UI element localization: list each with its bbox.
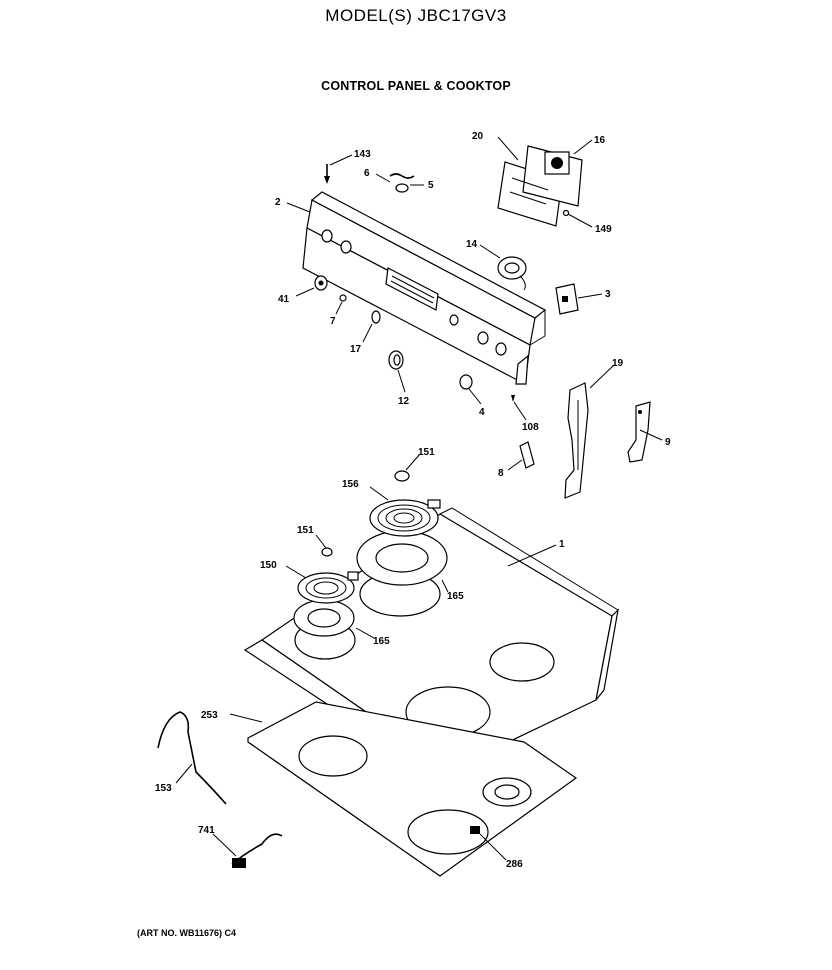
callout-labels: 143 20 16 6 5 2 149 14 3 41 7 17 12 4 19… [155, 131, 671, 870]
callout-143: 143 [354, 149, 371, 160]
part-9-hinge [627, 401, 651, 463]
diagram-subtitle: CONTROL PANEL & COOKTOP [321, 79, 511, 93]
part-20-16-electronic-control [497, 145, 583, 227]
callout-19: 19 [612, 358, 624, 369]
callout-41: 41 [278, 294, 290, 305]
callout-14: 14 [466, 239, 478, 250]
leader-lines [175, 136, 663, 861]
callout-253: 253 [201, 710, 218, 721]
control-panel-backsplash [302, 191, 547, 385]
callout-156: 156 [342, 479, 359, 490]
callout-286: 286 [506, 859, 523, 870]
part-143-screw [324, 164, 330, 184]
part-156-large-surface-unit [356, 470, 448, 586]
part-253-lower-tray [247, 701, 578, 877]
callout-16: 16 [594, 135, 606, 146]
part-150-small-surface-unit [293, 547, 359, 637]
callout-3: 3 [605, 289, 611, 300]
callout-150: 150 [260, 560, 277, 571]
part-153-wire [157, 711, 227, 805]
part-8-clip [519, 441, 535, 469]
callout-8: 8 [498, 468, 504, 479]
callout-5: 5 [428, 180, 434, 191]
callout-7: 7 [330, 316, 336, 327]
art-number: (ART NO. WB11676) C4 [137, 928, 237, 938]
callout-741: 741 [198, 825, 215, 836]
callout-108: 108 [522, 422, 539, 433]
callout-149: 149 [595, 224, 612, 235]
callout-151-top: 151 [418, 447, 435, 458]
model-title: MODEL(S) JBC17GV3 [325, 6, 507, 25]
part-5-6-clips [389, 173, 415, 193]
callout-4: 4 [479, 407, 485, 418]
small-hardware-parts [314, 275, 515, 402]
callout-12: 12 [398, 396, 410, 407]
callout-2: 2 [275, 197, 281, 208]
callout-165-left: 165 [373, 636, 390, 647]
callout-153: 153 [155, 783, 172, 794]
callout-165-right: 165 [447, 591, 464, 602]
callout-17: 17 [350, 344, 362, 355]
callout-20: 20 [472, 131, 484, 142]
callout-6: 6 [364, 168, 370, 179]
callout-9: 9 [665, 437, 671, 448]
callout-1: 1 [559, 539, 565, 550]
part-19-bracket [564, 382, 589, 499]
part-741-power-cord [231, 833, 283, 868]
part-3-switch [555, 283, 579, 315]
part-14-switch [497, 256, 527, 291]
callout-151-lower: 151 [297, 525, 314, 536]
